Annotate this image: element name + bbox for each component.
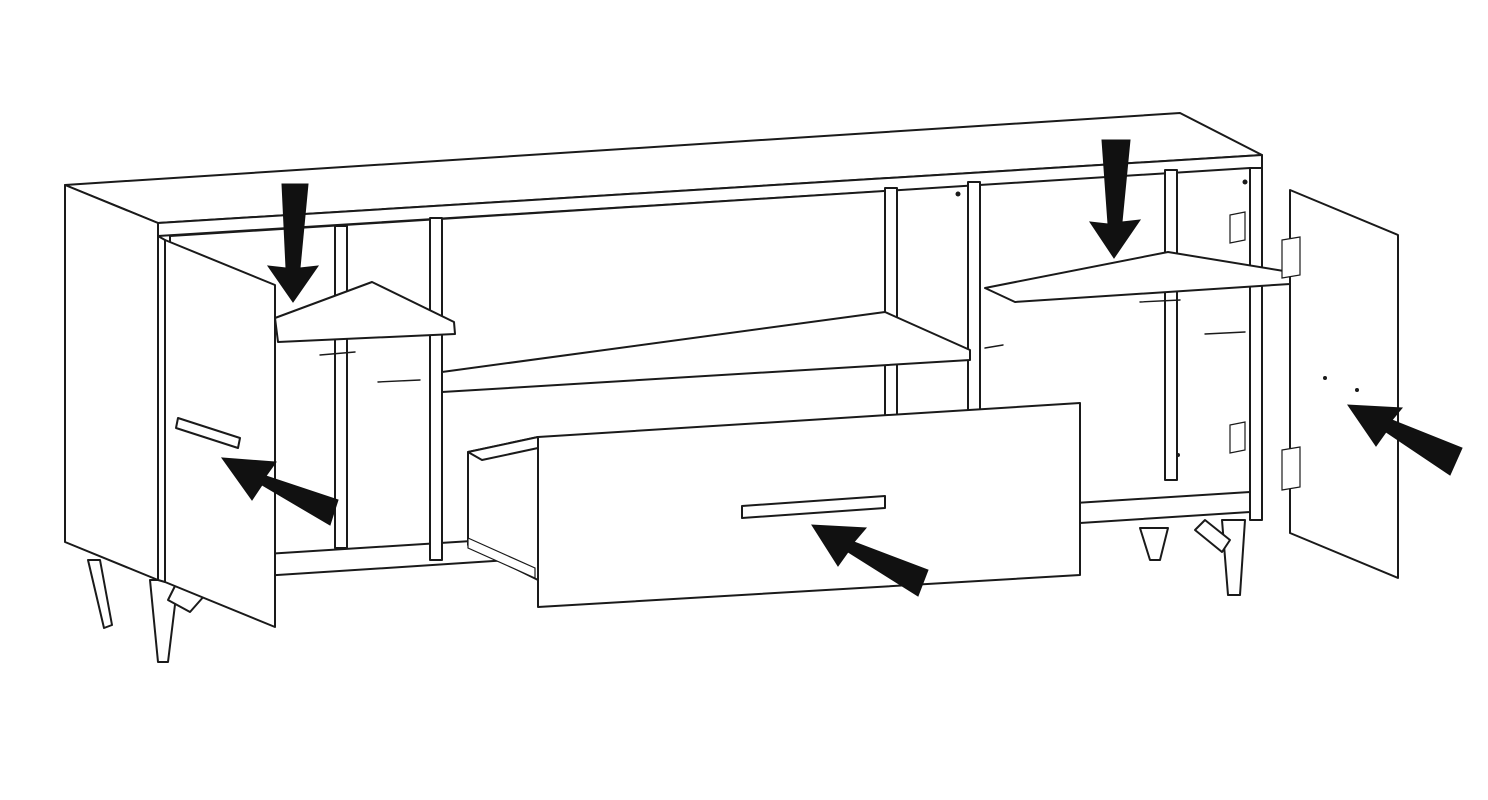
- callout-arrows: [220, 139, 1463, 597]
- center-shelf: [441, 311, 971, 393]
- leg-right-front: [1221, 519, 1246, 596]
- leg-right-brace: [1194, 519, 1231, 553]
- right-door-hinge-bottom: [1281, 446, 1301, 491]
- arrow-drawer-handle: [811, 524, 929, 597]
- arrow-right-shelf: [1088, 139, 1142, 259]
- left-shelf: [274, 281, 456, 343]
- drawer: [467, 402, 1081, 608]
- right-door-hinge-top: [1281, 236, 1301, 279]
- drawer-handle: [741, 495, 886, 519]
- legs: [87, 519, 1246, 663]
- cabinet-right-side: [1249, 167, 1263, 521]
- arrow-left-door-handle: [220, 457, 339, 526]
- leg-right-back: [1139, 527, 1169, 561]
- arrow-left-shelf: [266, 183, 320, 303]
- drawer-runner: [467, 537, 536, 579]
- left-door-edge: [157, 235, 166, 583]
- left-door: [157, 235, 276, 628]
- divider-right-outer: [1164, 169, 1178, 481]
- left-door-handle: [175, 417, 241, 449]
- right-door-panel: [1289, 189, 1399, 579]
- leg-left-back: [87, 559, 113, 629]
- cabinet-left-side: [64, 184, 159, 581]
- right-door: [1281, 189, 1399, 579]
- arrow-right-door: [1347, 404, 1463, 476]
- divider-center-right: [884, 187, 898, 431]
- hinge-plates: [1229, 211, 1246, 454]
- divider-left-inner: [429, 217, 443, 561]
- shelf-pins: [319, 179, 1248, 457]
